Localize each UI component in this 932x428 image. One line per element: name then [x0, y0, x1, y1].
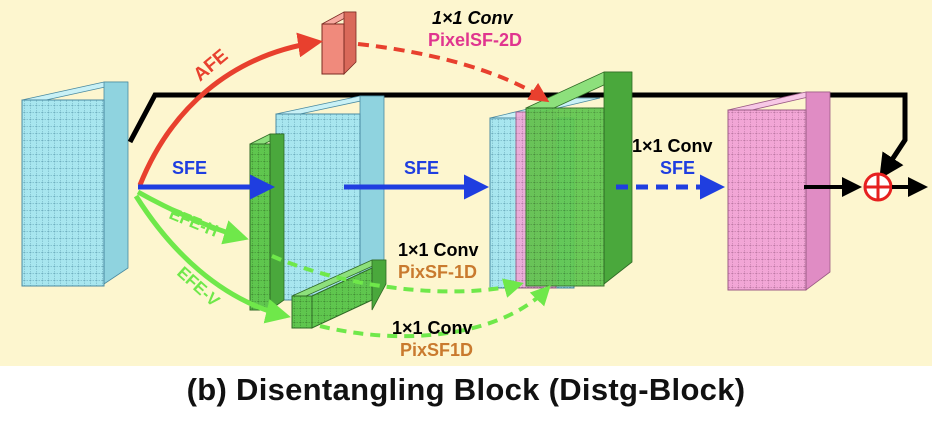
- pixsf1d-dashed-arrow-lower: [319, 285, 551, 339]
- figure-caption: (b) Disentangling Block (Distg-Block): [186, 372, 746, 407]
- output-feature-block: [727, 91, 831, 291]
- skip-connection-arrow: [127, 92, 908, 180]
- label-sfe-left: SFE: [172, 158, 207, 178]
- label-conv-bottom: 1×1 Conv: [392, 318, 473, 338]
- input-feature-block: [21, 81, 129, 287]
- efe-h-feature-slab: [249, 133, 285, 311]
- label-sfe-mid: SFE: [404, 158, 439, 178]
- elementwise-add-icon: [863, 172, 893, 202]
- efe-v-arrow: [133, 194, 291, 324]
- afe-feature-plate: [321, 11, 357, 75]
- pixelsf2d-dashed-arrow: [357, 42, 550, 103]
- afe-arrow: [137, 32, 323, 186]
- label-pixsf1d-b: PixSF1D: [400, 340, 473, 360]
- spatial-feature-block: [275, 95, 385, 301]
- pixsf1d-dashed-arrow-upper: [271, 254, 524, 298]
- label-sfe-right: SFE: [660, 158, 695, 178]
- efe-h-arrow: [136, 189, 249, 245]
- label-pixsf1d-a: PixSF-1D: [398, 262, 477, 282]
- concatenated-feature-block: [489, 71, 633, 289]
- label-pixelsf2d: PixelSF-2D: [428, 30, 522, 50]
- label-conv-top: 1×1 Conv: [432, 8, 514, 28]
- label-conv-mid: 1×1 Conv: [398, 240, 479, 260]
- label-conv-right: 1×1 Conv: [632, 136, 713, 156]
